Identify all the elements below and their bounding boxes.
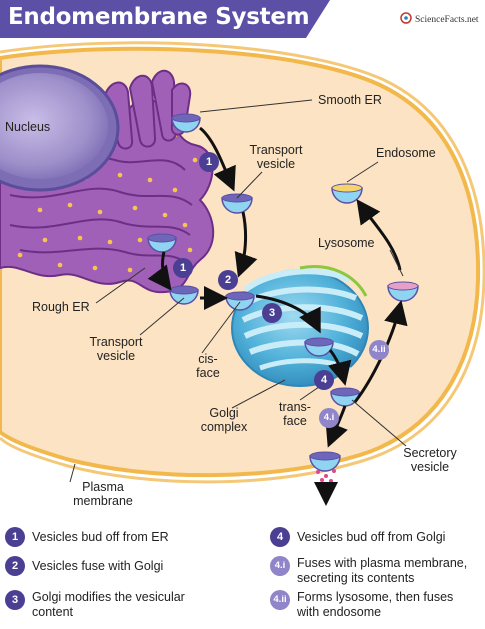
label-lysosome: Lysosome [318, 236, 375, 250]
legend-item-3: 3 Golgi modifies the vesicular content [5, 590, 245, 619]
step-badge-1-bottom: 1 [173, 258, 193, 278]
legend-text-4i: Fuses with plasma membrane, secreting it… [297, 556, 467, 585]
label-endosome: Endosome [376, 146, 436, 160]
label-secretory-vesicle: Secretory vesicle [396, 446, 464, 474]
legend-text-4i-line1: Fuses with plasma membrane, [297, 556, 468, 570]
legend-text-3-line1: Golgi modifies the vesicular [32, 590, 185, 604]
label-secretory-vesicle-line1: Secretory [403, 446, 457, 460]
legend-text-4i-line2: secreting its contents [297, 570, 415, 585]
legend-text-3: Golgi modifies the vesicular content [32, 590, 185, 619]
page-title: Endomembrane System [8, 4, 310, 30]
label-transport-vesicle-bottom-line1: Transport [89, 335, 143, 349]
title-banner [0, 0, 330, 38]
logo-text: ScienceFacts.net [415, 15, 479, 25]
label-secretory-vesicle-line2: vesicle [410, 460, 450, 474]
label-transport-vesicle-top: Transport vesicle [244, 143, 308, 171]
legend-item-4: 4 Vesicles bud off from Golgi [270, 527, 484, 547]
nucleus [0, 64, 120, 192]
plasma-membrane-outline [0, 41, 485, 484]
legend-item-4ii: 4.ii Forms lysosome, then fuses with end… [270, 590, 484, 619]
label-rough-er: Rough ER [32, 300, 90, 314]
label-nucleus: Nucleus [5, 120, 51, 134]
label-transport-vesicle-bottom: Transport vesicle [82, 335, 150, 363]
legend-text-4ii: Forms lysosome, then fuses with endosome [297, 590, 453, 619]
step-badge-1-top: 1 [199, 152, 219, 172]
label-golgi-complex-line2: complex [200, 420, 248, 434]
step-badge-2: 2 [218, 270, 238, 290]
legend-badge-4: 4 [270, 527, 290, 547]
label-plasma-membrane: Plasma membrane [60, 480, 146, 508]
legend-badge-3: 3 [5, 590, 25, 610]
label-golgi-complex: Golgi complex [194, 406, 254, 434]
label-cis-face: cis- face [190, 352, 226, 380]
legend-badge-1: 1 [5, 527, 25, 547]
label-cis-face-line1: cis- [198, 352, 218, 366]
label-trans-face: trans- face [272, 400, 318, 428]
step-badge-4ii: 4.ii [369, 340, 389, 360]
step-badge-4i: 4.i [319, 408, 339, 428]
label-transport-vesicle-top-line2: vesicle [256, 157, 296, 171]
legend-text-2: Vesicles fuse with Golgi [32, 559, 164, 573]
legend-text-4: Vesicles bud off from Golgi [297, 530, 446, 544]
label-plasma-membrane-line1: Plasma [82, 480, 124, 494]
brand-logo: ScienceFacts.net [400, 12, 479, 25]
label-golgi-complex-line1: Golgi [209, 406, 239, 420]
label-cis-face-line2: face [196, 366, 220, 380]
legend-text-4ii-line1: Forms lysosome, then fuses [297, 590, 454, 604]
logo-icon [400, 12, 412, 24]
label-trans-face-line2: face [283, 414, 307, 428]
legend-badge-4i: 4.i [270, 556, 290, 576]
label-transport-vesicle-bottom-line2: vesicle [96, 349, 136, 363]
step-badge-4: 4 [314, 370, 334, 390]
legend-text-1: Vesicles bud off from ER [32, 530, 169, 544]
label-trans-face-line1: trans- [279, 400, 311, 414]
legend-text-4ii-line2: with endosome [297, 604, 382, 619]
legend-item-2: 2 Vesicles fuse with Golgi [5, 556, 235, 576]
leader-lines [69, 99, 407, 483]
label-transport-vesicle-top-line1: Transport [249, 143, 303, 157]
legend-badge-4ii: 4.ii [270, 590, 290, 610]
legend-item-1: 1 Vesicles bud off from ER [5, 527, 235, 547]
legend-text-3-line2: content [32, 604, 74, 619]
legend-badge-2: 2 [5, 556, 25, 576]
label-plasma-membrane-line2: membrane [73, 494, 133, 508]
step-badge-3: 3 [262, 303, 282, 323]
label-smooth-er: Smooth ER [318, 93, 382, 107]
legend-item-4i: 4.i Fuses with plasma membrane, secretin… [270, 556, 484, 585]
